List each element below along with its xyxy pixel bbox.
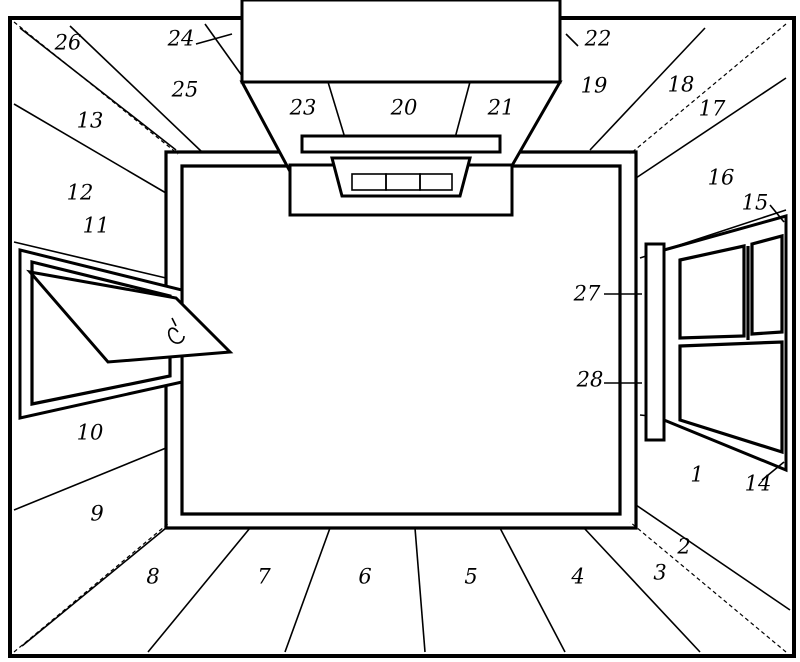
corner-solid-bottom-right <box>635 504 791 611</box>
corner-edge-top-right <box>629 23 787 155</box>
label-3: 3 <box>653 561 666 585</box>
corner-solid-bottom-left <box>21 527 167 647</box>
label-4: 4 <box>570 565 584 589</box>
window-pane-top-right <box>750 233 784 336</box>
label-6: 6 <box>358 565 371 589</box>
lamp-cell-3 <box>419 173 453 191</box>
ceiling-panel-line-1 <box>69 25 203 153</box>
ceiling-box-front <box>240 0 562 84</box>
label-17: 17 <box>699 97 726 121</box>
corner-solid-top-left <box>19 27 177 151</box>
label-19: 19 <box>581 74 608 98</box>
window-sill <box>644 242 666 442</box>
label-10: 10 <box>77 421 104 445</box>
label-12: 12 <box>67 181 94 205</box>
label-23: 23 <box>289 96 317 120</box>
label-15: 15 <box>742 191 769 215</box>
label-13: 13 <box>77 109 104 133</box>
corner-edge-bottom-left <box>13 521 171 653</box>
label-1: 1 <box>690 463 703 487</box>
label-5: 5 <box>464 565 477 589</box>
label-11: 11 <box>83 214 110 238</box>
label-18: 18 <box>668 73 695 97</box>
label-26: 26 <box>54 31 82 55</box>
door-frame-inner <box>30 259 172 406</box>
leader-15 <box>769 204 785 223</box>
window-pane-bottom <box>678 340 784 455</box>
label-20: 20 <box>390 96 418 120</box>
ceiling-panel-line-4 <box>589 27 706 151</box>
left-wall-line-2 <box>13 241 167 279</box>
label-14: 14 <box>745 472 772 496</box>
floor-board-line-2 <box>284 527 331 653</box>
label-28: 28 <box>576 368 604 392</box>
ceiling-box-divider-left <box>327 81 346 139</box>
label-24: 24 <box>167 27 195 51</box>
back-wall-inner <box>180 164 622 516</box>
leader-22 <box>565 33 579 47</box>
door-leaf <box>26 269 234 364</box>
ceiling-panel-line-2 <box>204 23 246 81</box>
label-16: 16 <box>708 166 735 190</box>
label-22: 22 <box>584 27 612 51</box>
leader-14 <box>761 461 785 481</box>
label-27: 27 <box>573 282 601 306</box>
left-wall-line-3 <box>13 447 167 511</box>
window-pane-top-left <box>678 244 746 340</box>
floor-board-line-5 <box>583 527 701 653</box>
floor-board-line-4 <box>499 527 566 653</box>
label-9: 9 <box>90 502 103 526</box>
floor-board-line-1 <box>147 527 251 653</box>
label-25: 25 <box>171 78 199 102</box>
lamp-housing <box>330 156 472 198</box>
label-2: 2 <box>676 535 690 559</box>
label-8: 8 <box>146 565 159 589</box>
lamp-bar <box>300 134 502 154</box>
label-21: 21 <box>487 96 515 120</box>
label-7: 7 <box>257 565 271 589</box>
right-wall-line-1 <box>635 77 787 179</box>
ceiling-box-divider-right <box>454 81 471 139</box>
leader-24 <box>195 33 233 45</box>
door-handle-icon <box>167 317 185 344</box>
left-wall-line-1 <box>13 103 167 194</box>
floor-board-line-3 <box>414 527 426 653</box>
corner-edge-bottom-right <box>629 521 787 653</box>
